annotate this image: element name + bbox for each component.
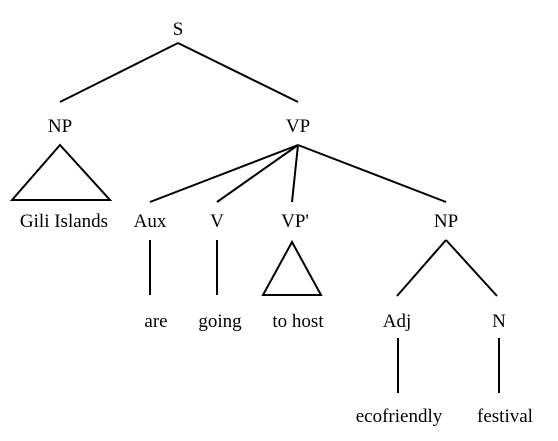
tree-edges xyxy=(59,42,500,393)
node-n: N xyxy=(492,311,506,332)
edge-vp-aux xyxy=(149,144,299,203)
node-vp-prime: VP' xyxy=(281,211,309,232)
node-np-subject: NP xyxy=(48,116,72,137)
node-np-object: NP xyxy=(434,211,458,232)
edge-np-n xyxy=(445,239,498,297)
vp-prime-triangle xyxy=(261,239,323,296)
edge-np-adj xyxy=(396,239,447,297)
edge-vp-vpprime xyxy=(291,144,299,203)
np-subject-triangle xyxy=(9,143,113,201)
edge-vp-v xyxy=(216,144,299,203)
edge-vp-np xyxy=(297,144,447,203)
leaf-are: are xyxy=(144,311,167,332)
leaf-festival: festival xyxy=(477,406,533,427)
leaf-to-host: to host xyxy=(272,311,324,332)
leaf-going: going xyxy=(198,311,242,332)
node-vp: VP xyxy=(286,116,310,137)
node-s: S xyxy=(173,19,184,40)
leaf-gili-islands: Gili Islands xyxy=(20,211,108,232)
edge-s-np xyxy=(59,42,179,103)
node-v: V xyxy=(210,211,224,232)
node-adj: Adj xyxy=(383,311,412,332)
edge-s-vp xyxy=(177,42,299,103)
leaf-ecofriendly: ecofriendly xyxy=(356,406,443,427)
node-aux: Aux xyxy=(134,211,167,232)
